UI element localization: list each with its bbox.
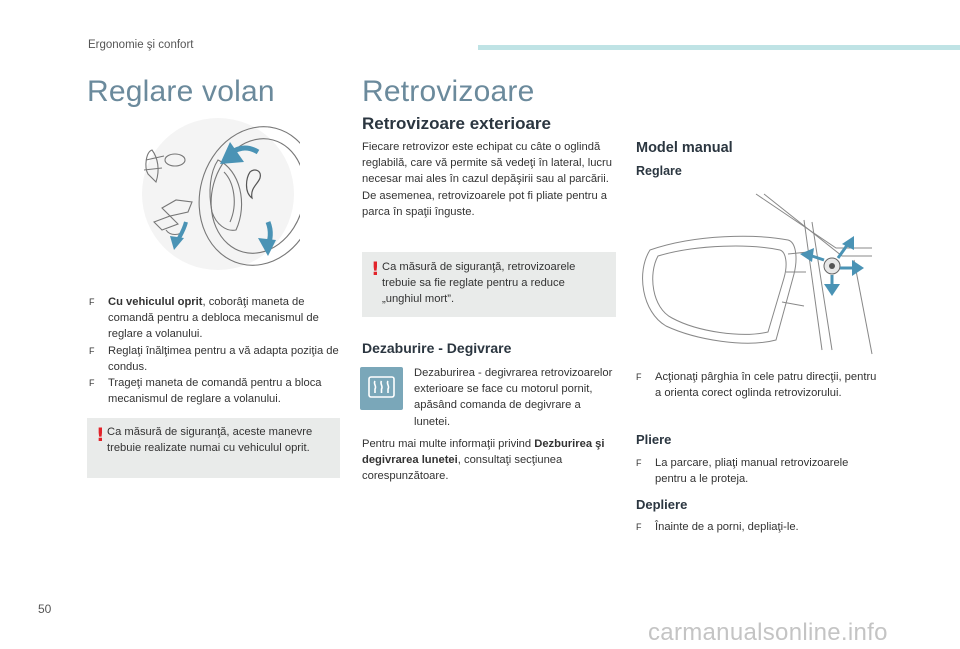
rear-defrost-icon: [360, 367, 403, 410]
exterior-mirrors-heading: Retrovizoare exterioare: [362, 114, 551, 133]
warning-icon: !: [96, 424, 105, 446]
section-header: Ergonomie şi confort: [88, 39, 194, 51]
defrost-heading: Dezaburire - Degivrare: [362, 340, 512, 356]
exterior-mirrors-intro: Fiecare retrovizor este echipat cu câte …: [362, 141, 612, 218]
mirror-adjustment-illustration: [642, 193, 873, 355]
adjustment-heading: Reglare: [636, 164, 682, 178]
defrost-text: Dezaburirea - degivrarea retrovizoarelor…: [414, 367, 613, 428]
steering-wheel-illustration: [142, 118, 300, 270]
warning-icon: !: [371, 258, 380, 280]
watermark: carmanualsonline.info: [648, 619, 888, 646]
folding-heading: Pliere: [636, 432, 672, 447]
steering-title: Reglare volan: [87, 75, 275, 108]
unfolding-heading: Depliere: [636, 497, 688, 512]
more-info-text: Pentru mai multe informaţii privind Dezb…: [362, 438, 605, 483]
mirrors-title: Retrovizoare: [362, 75, 535, 108]
manual-model-heading: Model manual: [636, 140, 733, 156]
page-number: 50: [38, 602, 52, 616]
mirrors-safety-note: ! Ca măsură de siguranţă, retrovizoarele…: [362, 252, 616, 317]
steering-safety-note: ! Ca măsură de siguranţă, aceste manevre…: [87, 418, 340, 478]
header-accent-bar: [478, 45, 960, 50]
